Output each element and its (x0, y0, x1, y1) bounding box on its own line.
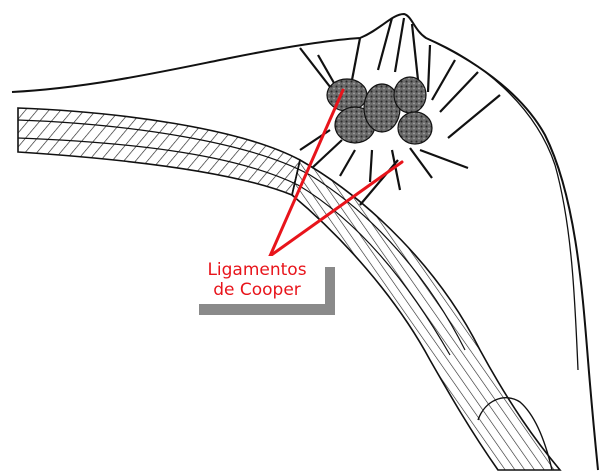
label-line-1: Ligamentos (207, 260, 306, 280)
label-line-2: de Cooper (213, 280, 301, 300)
glandular-lobules (327, 77, 432, 144)
cooper-ligaments-label: Ligamentos de Cooper (189, 256, 325, 304)
pectoral-muscle-left (18, 108, 300, 195)
